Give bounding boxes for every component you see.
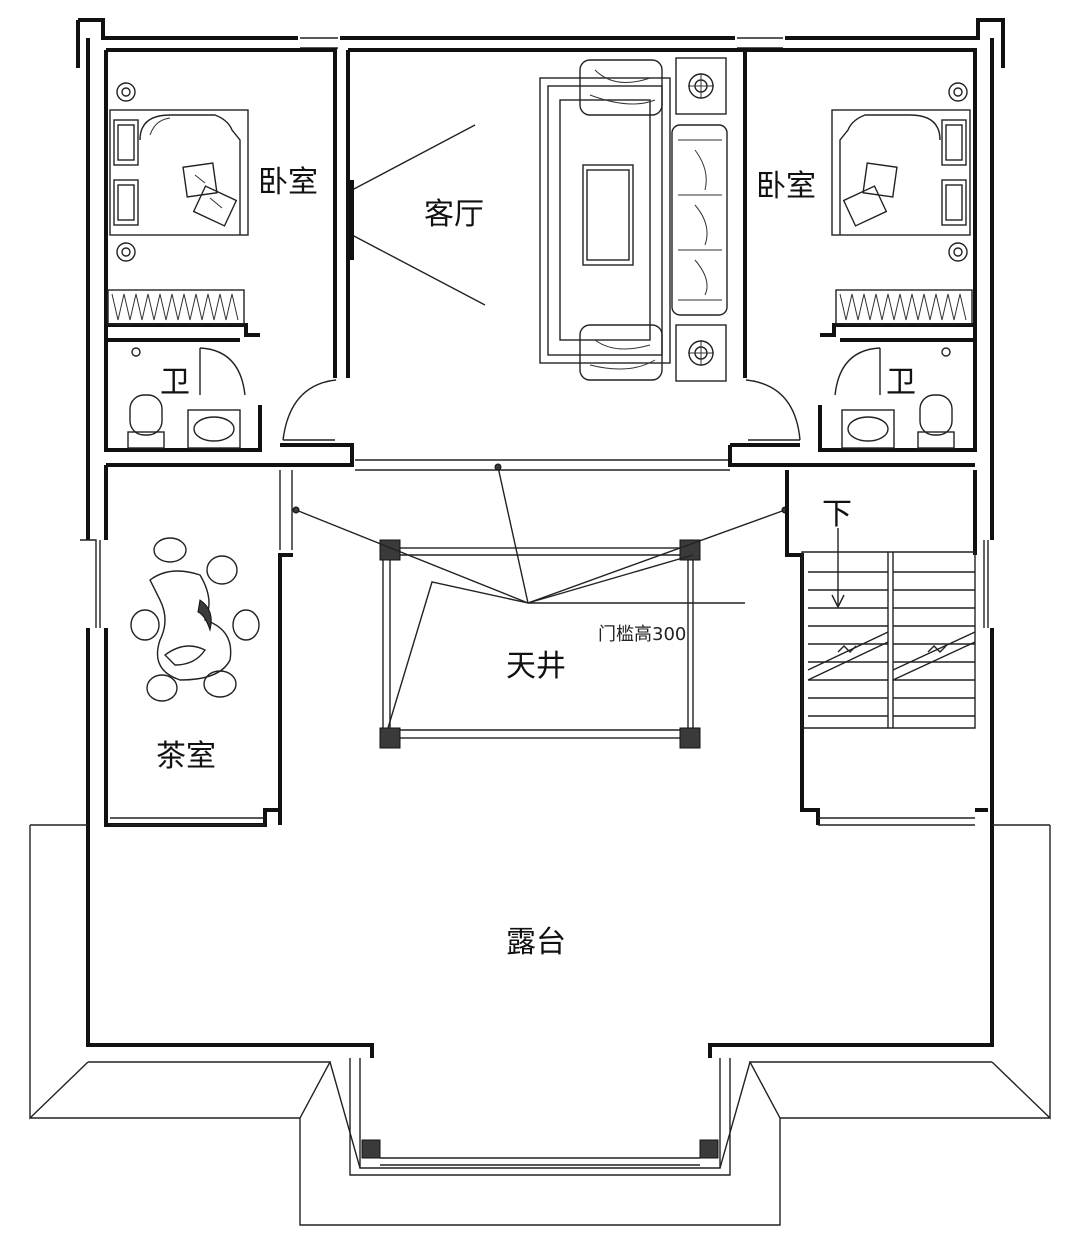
- right-bedroom-door: [745, 379, 801, 441]
- room-label-bath-left: 卫: [160, 365, 190, 400]
- tea-stools: [130, 537, 260, 702]
- right-bath-fixtures: [834, 347, 955, 449]
- terrace-railings: [29, 824, 1051, 1226]
- living-room-walls: [346, 48, 747, 471]
- living-room-double-door: [350, 124, 486, 306]
- room-label-tea-room: 茶室: [156, 739, 216, 774]
- room-label-terrace: 露台: [506, 925, 566, 960]
- armchair-top: [579, 59, 663, 116]
- room-label-bedroom-right: 卧室: [756, 169, 816, 204]
- side-table-bottom: [675, 324, 727, 382]
- side-table-top: [675, 57, 727, 115]
- living-room-sofa: [671, 124, 728, 316]
- left-bath-fixtures: [127, 347, 246, 449]
- courtyard-canopy-lines: [292, 463, 789, 729]
- room-label-bedroom-left: 卧室: [258, 165, 318, 200]
- tea-room-walls: [104, 465, 293, 827]
- left-bedroom-door: [282, 379, 337, 441]
- threshold-note: 门槛高300: [598, 624, 686, 645]
- staircase: [785, 470, 988, 826]
- left-wardrobe: [107, 289, 245, 325]
- room-label-living-room: 客厅: [424, 197, 484, 232]
- outer-walls: [76, 18, 1005, 1058]
- armchair-bottom: [579, 324, 663, 381]
- right-bed: [831, 82, 971, 262]
- living-room-rug: [539, 77, 671, 364]
- right-bedroom-walls: [728, 48, 977, 467]
- left-bedroom-walls: [104, 48, 354, 467]
- left-bed: [109, 82, 249, 262]
- tea-table: [149, 570, 232, 681]
- room-label-courtyard: 天井: [506, 649, 566, 684]
- right-wardrobe: [835, 289, 973, 325]
- stair-down-label: 下: [822, 497, 852, 532]
- room-label-bath-right: 卫: [886, 365, 916, 400]
